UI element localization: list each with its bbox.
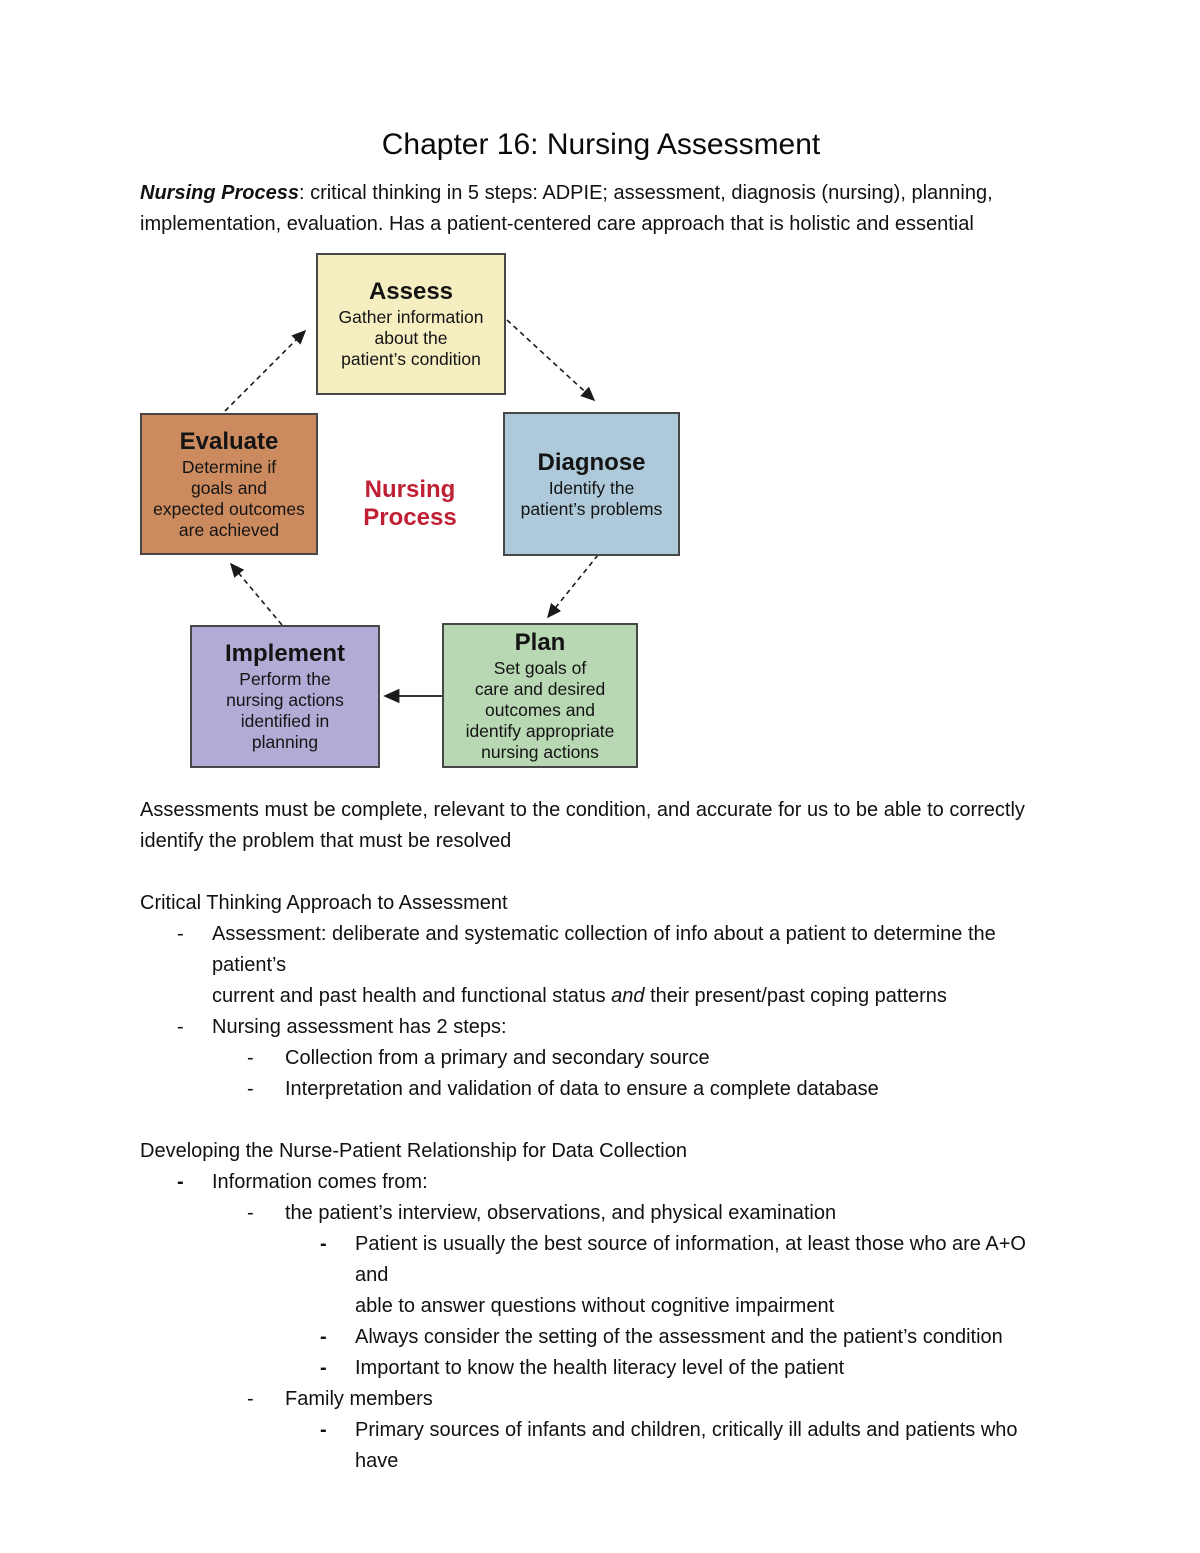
bullet-marker: - bbox=[320, 1419, 327, 1441]
intro-line-1: Nursing Process: critical thinking in 5 … bbox=[140, 178, 1062, 209]
section-heading-developing-relationship: Developing the Nurse-Patient Relationshi… bbox=[140, 1140, 687, 1162]
bullet-text: Collection from a primary and secondary … bbox=[285, 1047, 710, 1069]
bullet-text: Primary sources of infants and children,… bbox=[355, 1419, 1018, 1472]
bullet-text: Nursing assessment has 2 steps: bbox=[212, 1016, 507, 1038]
section-heading-critical-thinking: Critical Thinking Approach to Assessment bbox=[140, 892, 508, 914]
cycle-arrows bbox=[224, 319, 599, 704]
arrow-implement-to-evaluate bbox=[229, 562, 283, 626]
bullet-text-line: able to answer questions without cogniti… bbox=[355, 1295, 835, 1317]
box-text-line: Set goals of bbox=[493, 657, 587, 678]
bullet-text-line: Assessment: deliberate and systematic co… bbox=[212, 923, 1002, 976]
box-text-line: identified in bbox=[240, 711, 330, 731]
box-text-line: Determine if bbox=[181, 456, 277, 477]
box-text-line: planning bbox=[251, 732, 319, 752]
diagram-box-evaluate: Evaluate Determine if goals and expected… bbox=[140, 413, 318, 555]
box-text-line: patient’s condition bbox=[341, 349, 481, 369]
page-title: Chapter 16: Nursing Assessment bbox=[381, 128, 821, 161]
bullet-marker: - bbox=[320, 1357, 327, 1379]
box-text-line: patient’s problems bbox=[520, 498, 663, 519]
bullet-item-assessment-definition: - Assessment: deliberate and systematic … bbox=[140, 919, 1062, 1012]
bullet-item-patient-interview: - the patient’s interview, observations,… bbox=[140, 1198, 1062, 1229]
bullet-marker: - bbox=[177, 1016, 184, 1038]
box-text-line: goals and bbox=[191, 477, 267, 498]
bullet-text-segment: their present/past coping patterns bbox=[644, 985, 947, 1007]
bullet-item-family-members: - Family members bbox=[140, 1384, 1062, 1415]
box-text-line: Gather information bbox=[338, 307, 484, 327]
bullet-text-line: current and past health and functional s… bbox=[212, 981, 1062, 1012]
diagram-box-implement: Implement Perform the nursing actions id… bbox=[190, 625, 380, 768]
paragraph-line: Assessments must be complete, relevant t… bbox=[140, 799, 1025, 821]
bullet-item-health-literacy: - Important to know the health literacy … bbox=[140, 1353, 1062, 1384]
bullet-item-primary-sources-infants: - Primary sources of infants and childre… bbox=[140, 1415, 1062, 1477]
box-title: Plan bbox=[514, 628, 566, 656]
bullet-item-consider-setting: - Always consider the setting of the ass… bbox=[140, 1322, 1062, 1353]
bullet-item-collection-sources: - Collection from a primary and secondar… bbox=[140, 1043, 1062, 1074]
bullet-item-patient-best-source: - Patient is usually the best source of … bbox=[140, 1229, 1062, 1322]
box-text-line: outcomes and bbox=[485, 699, 595, 720]
bullet-text: Always consider the setting of the asses… bbox=[355, 1326, 1003, 1348]
bullet-marker: - bbox=[247, 1078, 254, 1100]
center-label-line: Nursing bbox=[364, 476, 456, 503]
box-text-line: care and desired bbox=[474, 678, 606, 699]
bullet-item-interpretation-validation: - Interpretation and validation of data … bbox=[140, 1074, 1062, 1105]
bullet-text-line: Patient is usually the best source of in… bbox=[355, 1233, 1032, 1286]
box-text-line: identify appropriate bbox=[465, 720, 615, 741]
diagram-center-label: Nursing Process bbox=[340, 476, 480, 532]
bullet-text-segment: current and past health and functional s… bbox=[212, 985, 612, 1007]
bullet-marker: - bbox=[247, 1202, 254, 1224]
arrow-diagnose-to-plan bbox=[546, 554, 599, 619]
bullet-marker: - bbox=[177, 1171, 184, 1193]
bullet-item-two-steps: - Nursing assessment has 2 steps: bbox=[140, 1012, 1062, 1043]
arrow-evaluate-to-assess bbox=[224, 329, 307, 412]
box-title: Diagnose bbox=[537, 448, 646, 476]
bullet-text: Important to know the health literacy le… bbox=[355, 1357, 845, 1379]
box-text-line: are achieved bbox=[178, 519, 280, 540]
box-title: Assess bbox=[368, 278, 454, 305]
arrow-assess-to-diagnose bbox=[506, 319, 596, 402]
bullet-text-italic-word: and bbox=[611, 985, 645, 1007]
bullet-text: Assessment: deliberate and systematic co… bbox=[212, 919, 1062, 1012]
intro-line-1-rest: : critical thinking in 5 steps: ADPIE; a… bbox=[298, 182, 993, 204]
box-text-line: nursing actions bbox=[481, 741, 599, 762]
bullet-text: the patient’s interview, observations, a… bbox=[285, 1202, 837, 1224]
bullet-text: Family members bbox=[285, 1388, 433, 1410]
intro-lead-term: Nursing Process bbox=[140, 182, 299, 204]
intro-paragraph: Nursing Process: critical thinking in 5 … bbox=[140, 178, 1062, 240]
bullet-marker: - bbox=[177, 923, 184, 945]
diagram-box-assess: Assess Gather information about the pati… bbox=[316, 253, 506, 395]
diagram-box-diagnose: Diagnose Identify the patient’s problems bbox=[503, 412, 680, 556]
bullet-text: Information comes from: bbox=[212, 1171, 428, 1193]
box-text-line: Perform the bbox=[239, 669, 331, 689]
box-text-line: nursing actions bbox=[226, 690, 344, 710]
box-text-line: about the bbox=[374, 328, 448, 348]
paragraph-line: identify the problem that must be resolv… bbox=[140, 830, 512, 852]
assessments-paragraph: Assessments must be complete, relevant t… bbox=[140, 795, 1062, 857]
intro-line-2: implementation, evaluation. Has a patien… bbox=[140, 213, 974, 235]
bullet-marker: - bbox=[320, 1326, 327, 1348]
box-title: Implement bbox=[224, 640, 346, 667]
bullet-marker: - bbox=[247, 1388, 254, 1410]
box-title: Evaluate bbox=[179, 427, 279, 455]
center-label-line: Process bbox=[363, 504, 457, 531]
bullet-item-information-sources: - Information comes from: bbox=[140, 1167, 1062, 1198]
document-content: Chapter 16: Nursing Assessment Nursing P… bbox=[140, 0, 1062, 1477]
bullet-marker: - bbox=[247, 1047, 254, 1069]
bullet-text: Interpretation and validation of data to… bbox=[285, 1078, 879, 1100]
box-text-line: Identify the bbox=[548, 477, 635, 498]
bullet-text: Patient is usually the best source of in… bbox=[355, 1229, 1062, 1322]
nursing-process-diagram: Assess Gather information about the pati… bbox=[140, 248, 680, 773]
bullet-marker: - bbox=[320, 1233, 327, 1255]
box-text-line: expected outcomes bbox=[153, 498, 305, 519]
diagram-box-plan: Plan Set goals of care and desired outco… bbox=[442, 623, 638, 768]
